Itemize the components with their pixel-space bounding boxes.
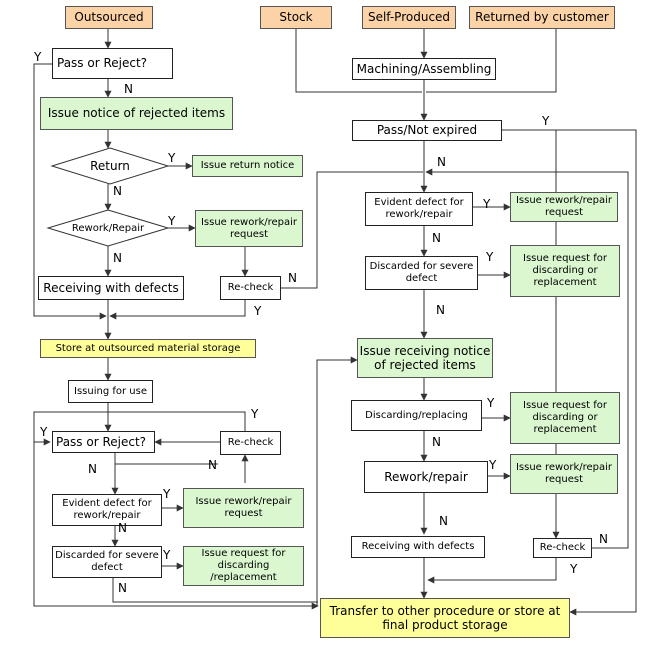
branch-n: N [437,155,446,169]
source-self-produced: Self-Produced [362,6,456,29]
issue-discarding-request-left: Issue request for discarding /replacemen… [183,546,304,586]
issue-rework-repair-request-right: Issue rework/repair request [510,192,618,222]
branch-y: Y [40,425,48,439]
branch-y: Y [168,214,176,228]
branch-n: N [288,271,297,285]
branch-n: N [599,532,608,546]
branch-n: N [118,521,127,535]
issue-discarding-request-right: Issue request for discarding or replacem… [510,245,620,297]
receiving-with-defects-left: Receiving with defects [38,276,184,300]
discarded-severe-defect-left: Discarded for severe defect [52,546,162,578]
discarding-replacing: Discarding/replacing [351,400,482,431]
branch-y: Y [486,250,494,264]
branch-y: Y [487,396,495,410]
source-outsourced: Outsourced [65,6,153,29]
pass-or-reject-box-lower: Pass or Reject? [52,431,155,453]
re-check-upper-left: Re-check [220,276,281,300]
re-check-right: Re-check [533,538,592,558]
return-diamond [50,147,170,185]
source-returned-by-customer: Returned by customer [469,6,615,29]
issue-notice-rejected-items: Issue notice of rejected items [40,97,233,130]
issue-rework-repair-request-left: Issue rework/repair request [195,210,303,247]
source-stock: Stock [260,6,332,29]
issue-rework-repair-request-right-lower: Issue rework/repair request [510,454,618,494]
branch-y: Y [483,197,491,211]
machining-assembling: Machining/Assembling [352,58,496,80]
branch-n: N [436,303,445,317]
branch-n: N [113,251,122,265]
store-outsourced-storage: Store at outsourced material storage [40,339,256,358]
branch-y: Y [542,114,550,128]
transfer-final-storage: Transfer to other procedure or store at … [320,598,570,638]
issue-discarding-request-right-lower: Issue request for discarding or replacem… [510,392,620,444]
receiving-with-defects-right: Receiving with defects [351,536,485,558]
re-check-lower-left: Re-check [220,431,281,455]
return-decision-label: Return [90,159,130,173]
rework-repair-right: Rework/repair [364,461,488,493]
branch-y: Y [251,407,259,421]
evident-defect-right: Evident defect for rework/repair [365,192,473,226]
issue-receiving-notice-rejected: Issue receiving notice of rejected items [357,338,493,378]
branch-n: N [432,435,441,449]
rework-repair-decision-label: Rework/Repair [71,222,145,234]
branch-n: N [208,458,217,472]
branch-y: Y [168,151,176,165]
branch-y: Y [34,50,42,64]
branch-y: Y [489,458,497,472]
branch-n: N [113,184,122,198]
issuing-for-use: Issuing for use [68,380,153,403]
branch-y: Y [570,562,578,576]
branch-n: N [439,514,448,528]
branch-n: N [88,462,97,476]
branch-y: Y [163,548,171,562]
evident-defect-left: Evident defect for rework/repair [52,494,162,526]
issue-rework-repair-request-lower-left: Issue rework/repair request [183,488,304,528]
issue-return-notice: Issue return notice [192,155,303,177]
discarded-severe-defect-right: Discarded for severe defect [365,256,478,290]
branch-n: N [432,231,441,245]
pass-not-expired: Pass/Not expired [352,120,502,141]
pass-or-reject-box: Pass or Reject? [52,48,173,79]
branch-y: Y [254,304,262,318]
branch-n: N [124,82,133,96]
branch-y: Y [163,487,171,501]
branch-n: N [118,581,127,595]
